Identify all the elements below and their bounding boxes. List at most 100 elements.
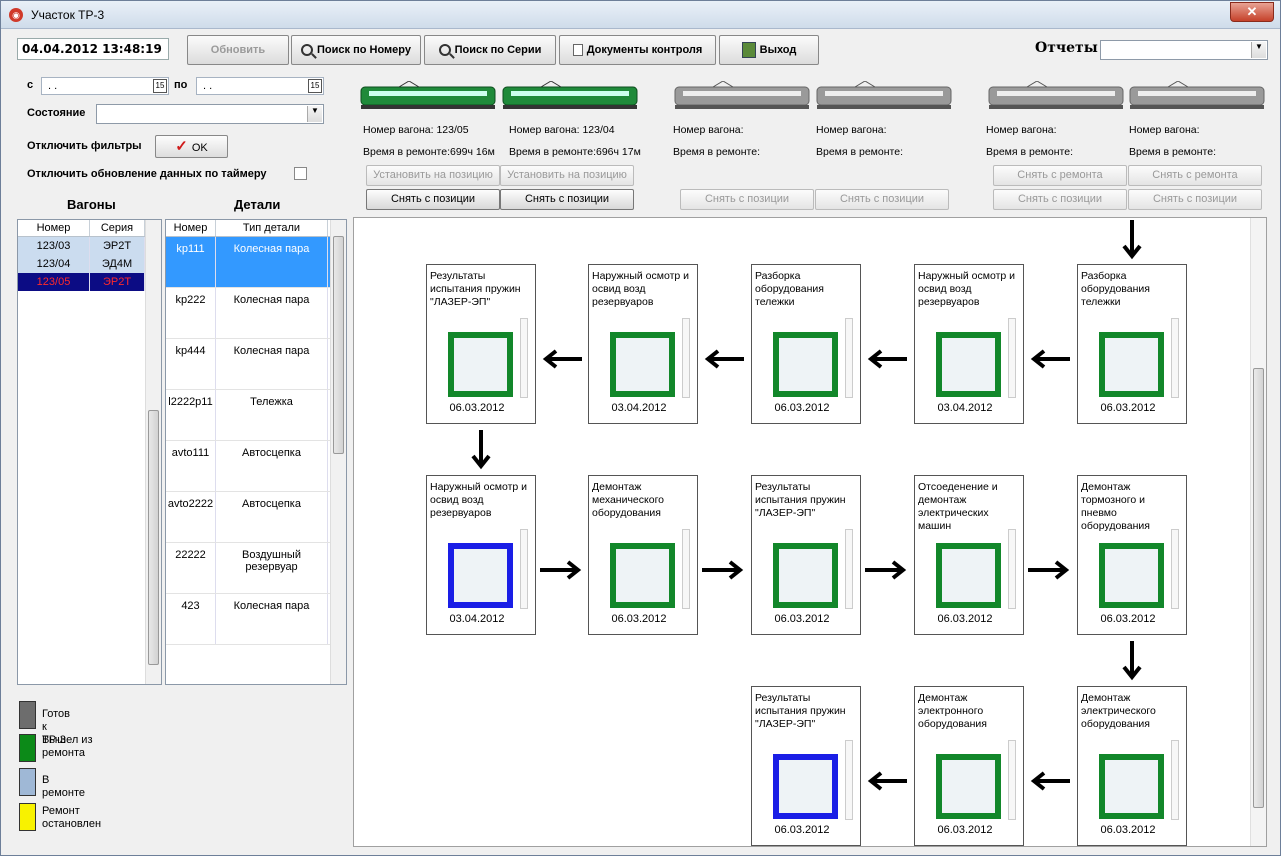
- refresh-button[interactable]: Обновить: [187, 35, 289, 65]
- to-date-input[interactable]: . . 15: [196, 77, 324, 95]
- chevron-down-icon[interactable]: ▼: [1251, 42, 1266, 58]
- process-step-card[interactable]: Демонтаж тормозного и пневмо оборудовани…: [1077, 475, 1187, 635]
- remove-position-button[interactable]: Снять с позиции: [815, 189, 949, 210]
- disable-timer-checkbox[interactable]: [294, 167, 307, 180]
- legend-label: Вышел из ремонта: [42, 734, 93, 759]
- spring-test-icon: [773, 754, 838, 819]
- search-number-button[interactable]: Поиск по Номеру: [291, 35, 421, 65]
- arrow-down-icon: [1122, 641, 1142, 681]
- remove-position-button[interactable]: Снять с позиции: [366, 189, 500, 210]
- step-name: Наружный осмотр и освид возд резервуаров: [430, 481, 528, 519]
- tank-icon: [448, 543, 513, 608]
- column-header[interactable]: Тип детали: [216, 220, 328, 236]
- step-name: Демонтаж электрического оборудования: [1081, 692, 1156, 730]
- reports-select[interactable]: ▼: [1100, 40, 1268, 60]
- to-label: по: [174, 79, 188, 91]
- progress-bar: [682, 529, 690, 609]
- process-step-card[interactable]: Результаты испытания пружин "ЛАЗЕР-ЭП"06…: [751, 475, 861, 635]
- calendar-icon[interactable]: 15: [308, 79, 322, 93]
- remove-position-button[interactable]: Снять с позиции: [680, 189, 814, 210]
- step-name: Разборка оборудования тележки: [1081, 270, 1150, 308]
- arrow-down-icon: [1122, 220, 1142, 260]
- column-header[interactable]: Номер: [18, 220, 90, 236]
- chevron-down-icon[interactable]: ▼: [307, 106, 322, 122]
- step-name: Демонтаж механического оборудования: [592, 481, 665, 519]
- remove-repair-button[interactable]: Снять с ремонта: [993, 165, 1127, 186]
- legend-swatch: [19, 803, 36, 831]
- close-button[interactable]: ✕: [1230, 2, 1274, 22]
- remove-position-button[interactable]: Снять с позиции: [993, 189, 1127, 210]
- column-header[interactable]: Серия: [90, 220, 145, 236]
- column-header[interactable]: Номер: [166, 220, 216, 236]
- scroll-thumb[interactable]: [1253, 368, 1264, 808]
- set-position-button[interactable]: Установить на позицию: [366, 165, 500, 186]
- exit-button[interactable]: Выход: [719, 35, 819, 65]
- progress-bar: [1171, 740, 1179, 820]
- car-repair-time: Время в ремонте:699ч 16м: [363, 146, 495, 158]
- to-date-value: . .: [203, 80, 213, 92]
- process-step-card[interactable]: Результаты испытания пружин "ЛАЗЕР-ЭП"06…: [426, 264, 536, 424]
- disable-filters-label: Отключить фильтры: [27, 140, 142, 152]
- arrow-left-icon: [1030, 349, 1070, 369]
- process-step-card[interactable]: Наружный осмотр и освид возд резервуаров…: [914, 264, 1024, 424]
- scroll-thumb[interactable]: [333, 236, 344, 454]
- progress-bar: [845, 529, 853, 609]
- process-step-card[interactable]: Результаты испытания пружин "ЛАЗЕР-ЭП"06…: [751, 686, 861, 846]
- legend-swatch: [19, 768, 36, 796]
- reports-label: Отчеты: [1035, 40, 1098, 56]
- calendar-icon[interactable]: 15: [153, 79, 167, 93]
- step-date: 06.03.2012: [774, 824, 830, 836]
- state-select[interactable]: ▼: [96, 104, 324, 124]
- documents-label: Документы контроля: [586, 44, 703, 56]
- from-date-value: . .: [48, 80, 58, 92]
- scroll-thumb[interactable]: [148, 410, 159, 665]
- details-scrollbar[interactable]: [330, 220, 346, 684]
- ok-label: OK: [191, 142, 208, 154]
- electronic-icon: [936, 754, 1001, 819]
- documents-button[interactable]: Документы контроля: [559, 35, 716, 65]
- progress-bar: [682, 318, 690, 398]
- train-car-icon: [988, 81, 1124, 109]
- detail-type: Автосцепка: [216, 492, 328, 542]
- detail-number: kp111: [166, 237, 216, 287]
- process-step-card[interactable]: Наружный осмотр и освид возд резервуаров…: [426, 475, 536, 635]
- progress-bar: [1008, 529, 1016, 609]
- process-step-card[interactable]: Отсоеденение и демонтаж электрических ма…: [914, 475, 1024, 635]
- from-date-input[interactable]: . . 15: [41, 77, 169, 95]
- ok-button[interactable]: ✓OK: [155, 135, 228, 158]
- bogie-icon: [773, 332, 838, 397]
- car-number: Номер вагона:: [673, 124, 744, 136]
- remove-position-button[interactable]: Снять с позиции: [1128, 189, 1262, 210]
- set-position-button[interactable]: Установить на позицию: [500, 165, 634, 186]
- wagons-scrollbar[interactable]: [145, 220, 161, 684]
- canvas-scrollbar[interactable]: [1250, 218, 1266, 846]
- car-number: Номер вагона:: [986, 124, 1057, 136]
- arrow-right-icon: [702, 560, 744, 580]
- window-title: Участок ТР-3: [31, 8, 105, 22]
- remove-position-button[interactable]: Снять с позиции: [500, 189, 634, 210]
- state-label: Состояние: [27, 107, 86, 119]
- detail-type: Тележка: [216, 390, 328, 440]
- remove-repair-button[interactable]: Снять с ремонта: [1128, 165, 1262, 186]
- process-step-card[interactable]: Наружный осмотр и освид возд резервуаров…: [588, 264, 698, 424]
- step-date: 03.04.2012: [449, 613, 505, 625]
- search-series-button[interactable]: Поиск по Серии: [424, 35, 556, 65]
- car-repair-time: Время в ремонте:: [1129, 146, 1216, 158]
- train-car-icon: [674, 81, 810, 109]
